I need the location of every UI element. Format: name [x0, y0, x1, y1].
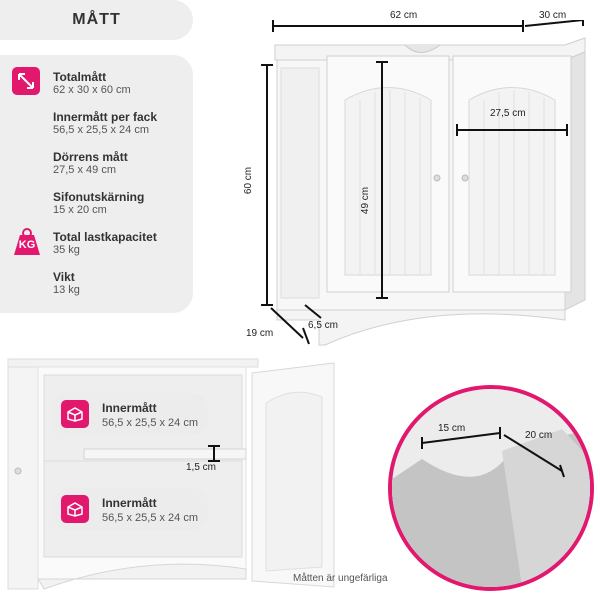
spec-door-size: Dörrens mått 27,5 x 49 cm [53, 150, 128, 177]
spec-load-capacity: Total lastkapacitet 35 kg [53, 230, 157, 257]
cabinet-interior-illustration [7, 358, 335, 590]
door-width-label: 27,5 cm [490, 108, 526, 119]
cutout-detail-illustration [392, 389, 590, 587]
foot-height-label: 6,5 cm [308, 320, 339, 331]
door-height-label: 49 cm [360, 186, 372, 215]
box-dimensions-icon [61, 495, 89, 523]
cutout-detail-circle [388, 385, 594, 591]
spec-label: Total lastkapacitet [53, 230, 157, 244]
weight-kg-icon: KG [12, 227, 42, 257]
depth-label: 30 cm [539, 10, 567, 21]
spec-label: Dörrens mått [53, 150, 128, 164]
cabinet-front-illustration [261, 20, 586, 346]
spec-value: 13 kg [53, 284, 80, 296]
section-title: MÅTT [0, 0, 193, 40]
spec-value: 35 kg [53, 244, 80, 256]
compartment-label: Innermått [102, 496, 157, 510]
spec-label: Sifonutskärning [53, 190, 145, 204]
kg-label: KG [18, 239, 36, 251]
compartment-value: 56,5 x 25,5 x 24 cm [102, 417, 198, 429]
compartment-value: 56,5 x 25,5 x 24 cm [102, 512, 198, 524]
shelf-thickness-label: 1,5 cm [186, 462, 217, 473]
spec-inner-size: Innermått per fack 56,5 x 25,5 x 24 cm [53, 110, 157, 137]
approximate-dimensions-note: Måtten är ungefärliga [293, 573, 388, 584]
spec-total-size: Totalmått 62 x 30 x 60 cm [53, 70, 131, 97]
box-dimensions-icon [61, 400, 89, 428]
spec-weight: Vikt 13 kg [53, 270, 80, 297]
spec-label: Innermått per fack [53, 110, 158, 124]
foot-depth-label: 19 cm [246, 328, 274, 339]
spec-value: 15 x 20 cm [53, 204, 107, 216]
compartment-lower-callout: Innermått 56,5 x 25,5 x 24 cm [52, 488, 208, 530]
spec-label: Vikt [53, 270, 75, 284]
compartment-label: Innermått [102, 401, 157, 415]
spec-panel: Totalmått 62 x 30 x 60 cm Innermått per … [0, 55, 193, 313]
section-title-text: MÅTT [72, 11, 121, 28]
resize-arrows-icon [12, 67, 40, 95]
cutout-depth-label: 20 cm [525, 430, 553, 441]
spec-value: 27,5 x 49 cm [53, 164, 116, 176]
spec-value: 56,5 x 25,5 x 24 cm [53, 124, 149, 136]
compartment-upper-callout: Innermått 56,5 x 25,5 x 24 cm [52, 393, 208, 435]
spec-label: Totalmått [53, 70, 107, 84]
height-label: 60 cm [243, 166, 255, 195]
width-label: 62 cm [390, 10, 418, 21]
spec-value: 62 x 30 x 60 cm [53, 84, 131, 96]
spec-siphon-cutout: Sifonutskärning 15 x 20 cm [53, 190, 144, 217]
cutout-width-label: 15 cm [438, 423, 466, 434]
